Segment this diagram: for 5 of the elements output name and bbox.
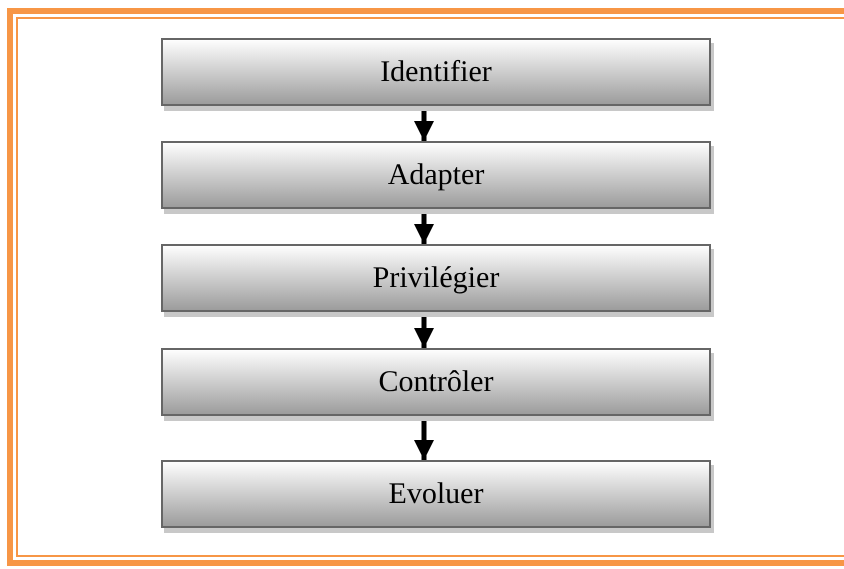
step-label: Privilégier (372, 261, 500, 295)
step-label: Identifier (380, 55, 492, 89)
step-label: Evoluer (388, 477, 484, 511)
step-label: Contrôler (378, 365, 494, 399)
step-label: Adapter (388, 158, 484, 192)
